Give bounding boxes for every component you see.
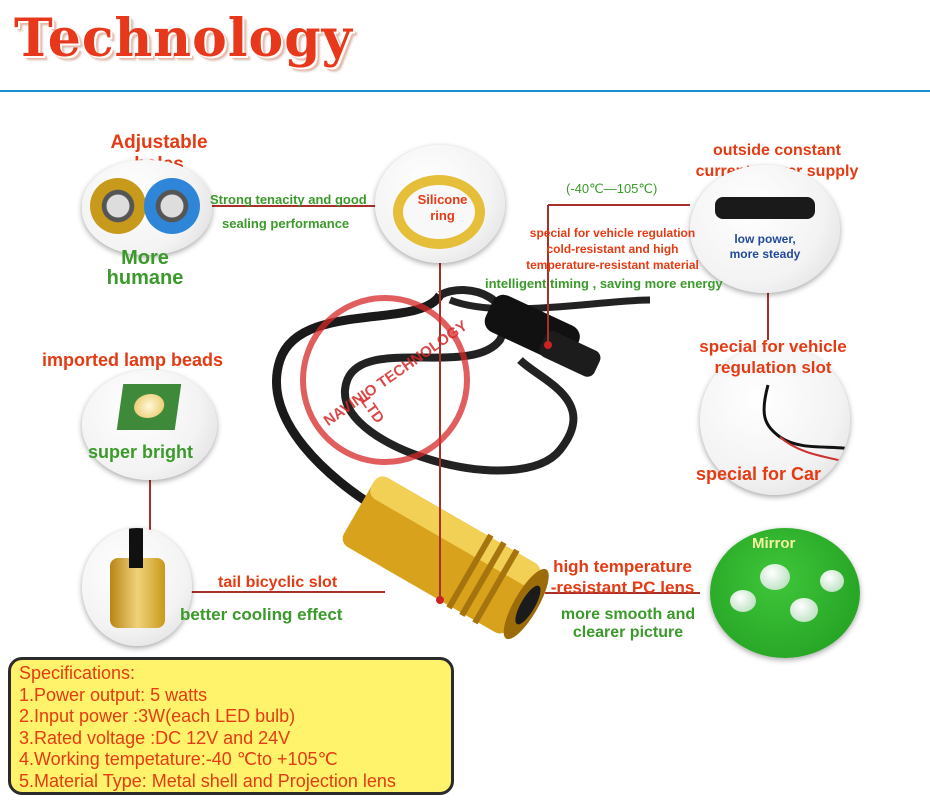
low-power-line1: low power, <box>734 232 796 246</box>
cooling-label: better cooling effect <box>180 605 343 624</box>
pc-lens-line2: -resistant PC lens <box>550 578 695 597</box>
clearer-picture-label: more smooth and clearer picture <box>548 606 708 642</box>
spec-item: 3.Rated voltage :DC 12V and 24V <box>19 727 291 748</box>
mirror-lens-image <box>710 528 860 658</box>
power-supply-image <box>690 165 840 293</box>
spec-item: 1.Power output: 5 watts <box>19 684 208 705</box>
title-divider <box>0 90 930 92</box>
low-power-line2: more steady <box>729 247 801 261</box>
tail-slot-label: tail bicyclic slot <box>218 574 338 591</box>
tail-slot-image <box>82 528 192 646</box>
lamp-beads-image <box>82 370 217 480</box>
regulation-slot-label: special for vehicle regulation slot <box>688 336 858 378</box>
vehicle-material-line3: temperature-resistant material <box>526 258 699 272</box>
super-bright-label: super bright <box>88 442 194 462</box>
droplet-icon <box>790 598 818 622</box>
more-humane-label: More humane <box>100 248 190 288</box>
timing-label: intelligent timing , saving more energy <box>485 276 723 291</box>
droplet-icon <box>760 564 790 590</box>
vehicle-material-line1: special for vehicle regulation <box>529 226 696 240</box>
ring-icon <box>393 175 485 249</box>
vehicle-material-line2: cold-resistant and high <box>546 242 679 256</box>
adjustable-line1: Adjustable <box>110 132 208 153</box>
power-supply-line1: outside constant <box>712 142 841 159</box>
low-power-label: low power, more steady <box>720 232 810 262</box>
specifications-title: Specifications: <box>19 663 136 683</box>
silicone-line1: Silicone <box>417 192 468 207</box>
lamp-beads-label: imported lamp beads <box>42 350 224 370</box>
specifications-box: Specifications: 1.Power output: 5 watts … <box>8 657 454 795</box>
clearer-line2: clearer picture <box>572 624 684 641</box>
silicone-desc-line1: Strong tenacity and good <box>210 192 367 207</box>
spec-item: 2.Input power :3W(each LED bulb) <box>19 706 296 726</box>
silicone-desc: Strong tenacity and good sealing perform… <box>210 188 390 236</box>
regulation-slot-line2: regulation slot <box>714 358 832 377</box>
tail-cable-icon <box>129 528 143 568</box>
spec-item: 4.Working tempetature:-40 ℃to +105℃ <box>19 749 338 769</box>
vehicle-material-label: special for vehicle regulation cold-resi… <box>505 225 720 273</box>
gold-hole-icon <box>90 178 146 234</box>
lamp-chip-icon <box>116 384 182 430</box>
special-for-car-label: special for Car <box>696 464 822 484</box>
led-icon <box>132 394 166 418</box>
adjustable-holes-image <box>82 160 212 255</box>
droplet-icon <box>820 570 844 592</box>
more-humane-line2: humane <box>106 267 184 289</box>
blue-hole-icon <box>144 178 200 234</box>
temperature-range: (-40℃—105℃) <box>566 181 658 196</box>
page-title: Technology <box>14 8 353 69</box>
clearer-line1: more smooth and <box>560 606 696 623</box>
regulation-slot-line1: special for vehicle <box>699 337 847 356</box>
silicone-ring-image <box>375 145 505 263</box>
droplet-icon <box>730 590 756 612</box>
silicone-line2: ring <box>430 208 455 223</box>
tail-body-icon <box>110 558 165 628</box>
more-humane-line1: More <box>121 247 169 269</box>
pc-lens-label: high temperature -resistant PC lens <box>540 556 705 598</box>
pc-lens-line1: high temperature <box>553 557 692 576</box>
connector-icon <box>715 197 815 219</box>
silicone-ring-label: Silicone ring <box>405 192 480 224</box>
silicone-desc-line2: sealing performance <box>222 216 350 231</box>
spec-item: 5.Material Type: Metal shell and Project… <box>19 770 396 791</box>
watermark-stamp <box>300 295 470 465</box>
mirror-badge: Mirror <box>752 535 796 552</box>
